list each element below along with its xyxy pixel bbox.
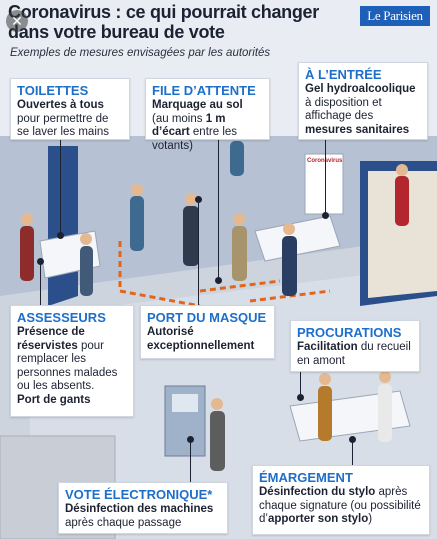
close-icon[interactable]: ✕ xyxy=(6,10,28,32)
callout-text-2: ) xyxy=(368,513,373,525)
callout-heading: À L’ENTRÉE xyxy=(305,67,382,82)
callout-procurations: PROCURATIONS Facilitation du recueil en … xyxy=(290,320,420,372)
toilet-door xyxy=(48,146,78,306)
title-line-1: Coronavirus : ce qui pourrait changer xyxy=(8,2,319,22)
voters-queue xyxy=(20,141,409,471)
callout-bold-2: apporter son stylo xyxy=(267,513,369,525)
callout-bold-2: Port de gants xyxy=(17,393,91,406)
callout-text: du recueil en amont xyxy=(297,341,411,367)
callout-heading: ÉMARGEMENT xyxy=(259,470,353,485)
callout-heading: FILE D’ATTENTE xyxy=(152,83,256,98)
callout-text: pour permettre de se laver les mains xyxy=(17,112,110,139)
subtitle: Exemples de mesures envisagées par les a… xyxy=(10,47,271,59)
leader-dot-toilettes xyxy=(57,232,64,239)
leader-dot-masque xyxy=(195,196,202,203)
page-title: Coronavirus : ce qui pourrait changer da… xyxy=(8,2,368,42)
callout-bold-2: 1 m d’écart xyxy=(152,112,226,139)
callout-bold: Ouvertes à tous xyxy=(17,99,104,111)
callout-bold: Marquage au sol xyxy=(152,99,243,111)
info-sign xyxy=(304,153,344,215)
callout-bold: Facilitation xyxy=(297,341,358,353)
voting-machine xyxy=(164,385,206,457)
callout-text: (au moins xyxy=(152,112,206,125)
leader-line-emargement xyxy=(352,440,353,465)
callout-entree: À L’ENTRÉE Gel hydroalcoolique à disposi… xyxy=(298,62,428,140)
leader-dot-procurations xyxy=(297,394,304,401)
callout-heading: PORT DU MASQUE xyxy=(147,310,267,325)
callout-heading: ASSESSEURS xyxy=(17,310,106,325)
leader-line-file xyxy=(218,140,219,280)
leader-line-procurations xyxy=(300,352,301,397)
callout-bold: Autorisé exceptionnellement xyxy=(147,326,255,352)
leader-dot-emargement xyxy=(349,436,356,443)
callout-text: après chaque signature (ou possibilité d… xyxy=(259,486,421,525)
leader-dot-file xyxy=(215,277,222,284)
callout-bold: Présence de réservistes xyxy=(17,326,85,352)
leader-line-assesseurs xyxy=(40,262,41,307)
callout-heading: PROCURATIONS xyxy=(297,325,402,340)
callout-heading: TOILETTES xyxy=(17,83,89,98)
leader-line-toilettes xyxy=(60,140,61,235)
callout-vote-electronique: VOTE ÉLECTRONIQUE* Désinfection des mach… xyxy=(58,482,228,534)
callout-text: après chaque passage xyxy=(65,516,182,529)
callout-bold: Désinfection du stylo xyxy=(259,486,376,498)
callout-file-attente: FILE D’ATTENTE Marquage au sol (au moins… xyxy=(145,78,270,152)
leader-dot-entree xyxy=(322,212,329,219)
leader-line-entree xyxy=(325,140,326,215)
brand-logo: Le Parisien xyxy=(360,6,430,26)
callout-bold: Gel hydroalcoolique xyxy=(305,83,416,95)
entrance-table xyxy=(254,215,341,262)
leader-line-vote xyxy=(190,440,191,482)
callout-text: à disposition et affichage des xyxy=(305,96,382,123)
leader-line-masque xyxy=(198,200,199,306)
callout-assesseurs: ASSESSEURS Présence de réservistes pour … xyxy=(10,305,134,417)
callout-bold-2: mesures sanitaires xyxy=(305,123,410,136)
leader-dot-assesseurs xyxy=(37,258,44,265)
callout-port-du-masque: PORT DU MASQUE Autorisé exceptionnelleme… xyxy=(140,305,275,359)
callout-text-2: entre les votants) xyxy=(152,126,238,152)
callout-text: pour remplacer les personnes malades ou … xyxy=(17,339,118,393)
title-line-2: dans votre bureau de vote xyxy=(8,22,225,42)
leader-dot-vote xyxy=(187,436,194,443)
callout-emargement: ÉMARGEMENT Désinfection du stylo après c… xyxy=(252,465,430,535)
callout-bold: Désinfection des machines xyxy=(65,503,214,515)
callout-toilettes: TOILETTES Ouvertes à tous pour permettre… xyxy=(10,78,130,140)
callout-heading: VOTE ÉLECTRONIQUE* xyxy=(65,487,213,502)
